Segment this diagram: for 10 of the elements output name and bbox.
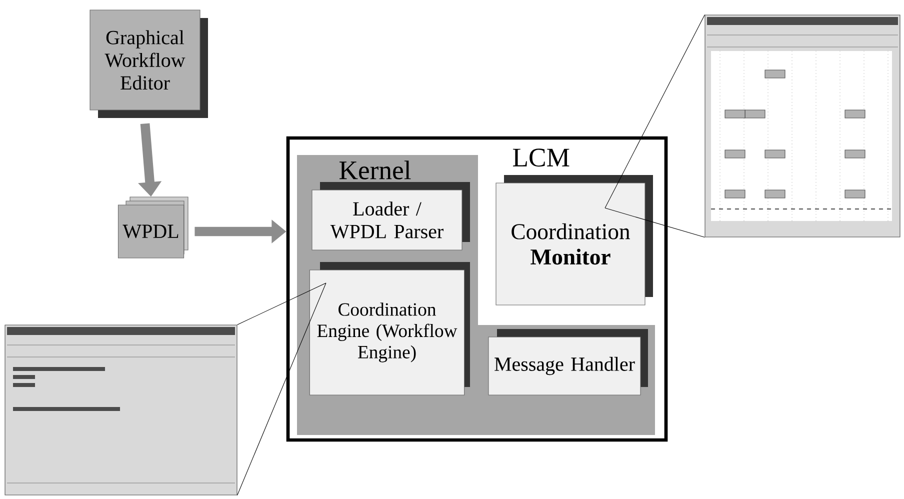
component-box: Loader / WPDL Parser bbox=[312, 182, 470, 250]
leader-line bbox=[237, 282, 326, 496]
component-box: Coordination Monitor bbox=[496, 175, 653, 306]
screenshot-drawing bbox=[704, 14, 900, 238]
component-box: Message Handler bbox=[488, 329, 648, 396]
leader-line bbox=[604, 14, 705, 238]
component-box: Coordination Engine (Workflow Engine) bbox=[309, 262, 470, 396]
screenshot-drawing bbox=[4, 324, 238, 496]
document-stack: WPDL bbox=[118, 196, 188, 258]
editor-box: Graphical Workflow Editor bbox=[90, 10, 208, 118]
